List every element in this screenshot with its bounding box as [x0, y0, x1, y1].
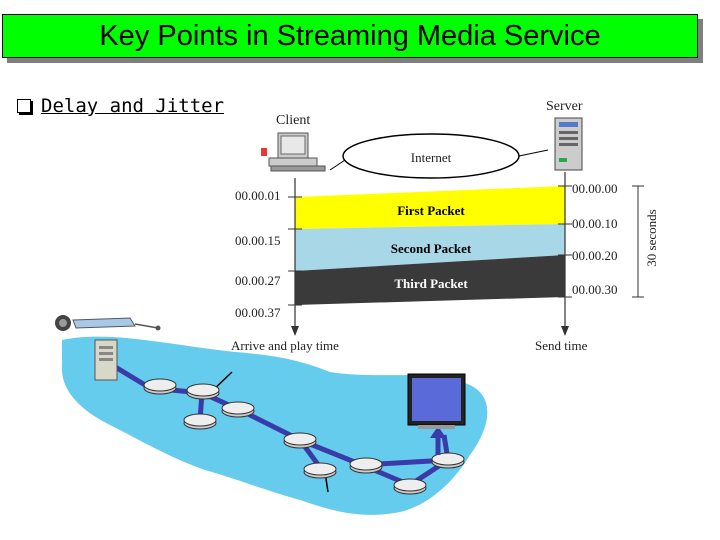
internet-label: Internet — [411, 150, 452, 165]
arrive-time-3: 00.00.27 — [235, 273, 281, 288]
router-icon — [349, 457, 383, 474]
router-icon — [183, 413, 217, 430]
router-icon — [283, 432, 317, 449]
router-icon — [393, 478, 427, 495]
packet-label-first: First Packet — [397, 203, 465, 218]
send-time-2: 00.00.10 — [572, 216, 618, 231]
packet-band-first — [295, 186, 565, 229]
arrive-time-1: 00.00.01 — [235, 188, 281, 203]
packet-band-third — [295, 255, 565, 305]
checkbox-bullet-icon — [17, 99, 31, 113]
client-label: Client — [276, 113, 310, 128]
timing-diagram: 00.00.01 00.00.15 00.00.27 00.00.37 00.0… — [231, 99, 659, 353]
router-icon — [221, 401, 255, 418]
router-icon — [143, 378, 177, 395]
network-illustration — [55, 315, 488, 515]
monitor-icon — [407, 373, 466, 429]
send-time-1: 00.00.00 — [572, 181, 618, 196]
bullet-item: Delay and Jitter — [17, 95, 224, 117]
arrow-up-icon — [430, 426, 446, 438]
packet-label-third: Third Packet — [394, 276, 468, 291]
duration-label: 30 seconds — [644, 209, 659, 266]
server-label: Server — [546, 99, 583, 114]
send-axis-label: Send time — [535, 338, 588, 353]
send-time-3: 00.00.20 — [572, 248, 618, 263]
arrive-axis-label: Arrive and play time — [231, 338, 339, 353]
packet-band-second — [295, 224, 565, 271]
client-computer-icon — [261, 132, 326, 172]
server-tower-icon — [554, 117, 583, 171]
router-icon — [303, 462, 337, 479]
arrive-time-4: 00.00.37 — [235, 305, 281, 320]
bullet-label: Delay and Jitter — [41, 95, 225, 117]
router-icon — [186, 383, 220, 400]
media-server-icon — [94, 339, 118, 381]
router-icon — [431, 452, 465, 469]
arrive-time-2: 00.00.15 — [235, 233, 281, 248]
packet-label-second: Second Packet — [391, 241, 472, 256]
slide-title: Key Points in Streaming Media Service — [99, 19, 601, 52]
title-banner: Key Points in Streaming Media Service — [2, 14, 698, 58]
satellite-link-icon — [55, 315, 161, 331]
send-time-4: 00.00.30 — [572, 282, 618, 297]
